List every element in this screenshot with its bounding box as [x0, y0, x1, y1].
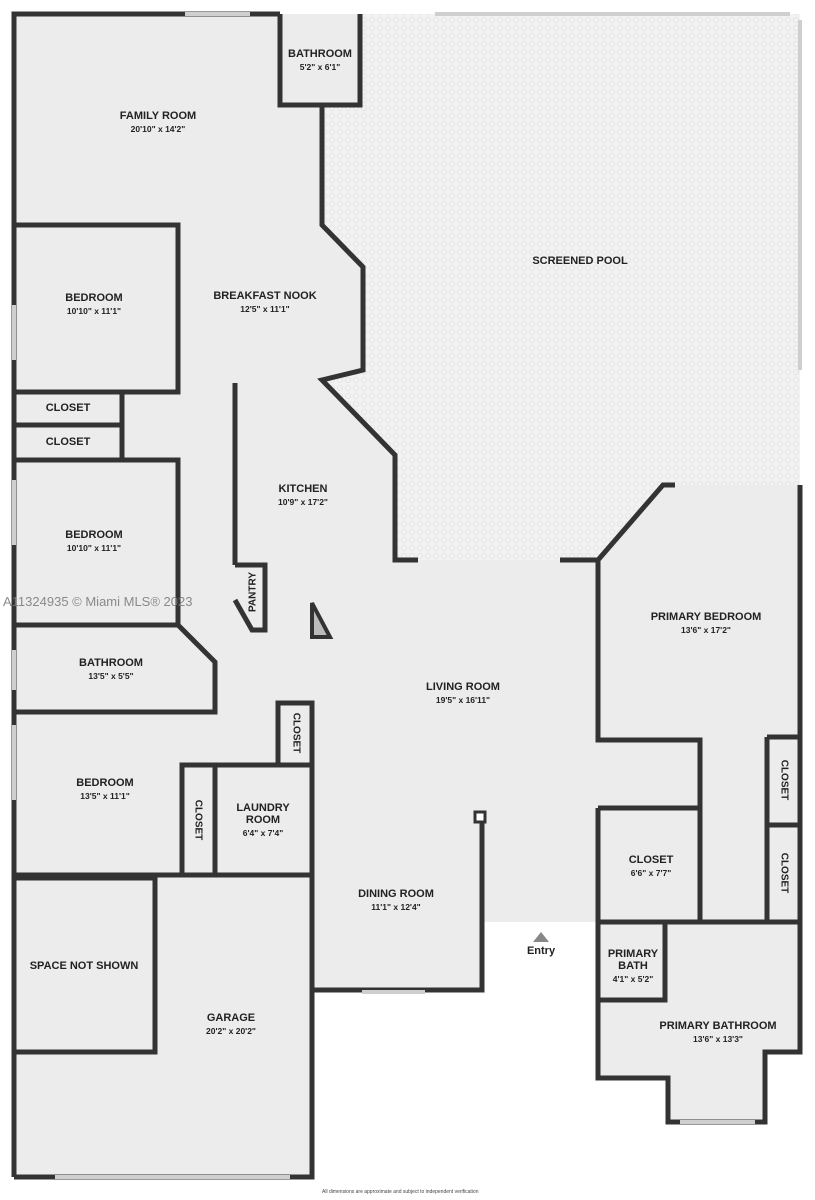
room-dims: 10'10" x 11'1"	[66, 543, 122, 553]
room-name: PRIMARY BATHROOM	[659, 1020, 777, 1032]
room-name: DINING ROOM	[358, 888, 434, 900]
room-closet-5: CLOSET	[779, 853, 790, 894]
disclaimer: All dimensions are approximate and subje…	[322, 1189, 479, 1195]
fireplace-icon	[310, 602, 334, 639]
room-dims: 13'5" x 11'1"	[80, 791, 130, 801]
room-name: SCREENED POOL	[532, 255, 628, 267]
room-dims: 20'10" x 14'2"	[130, 124, 186, 134]
room-dims: 10'10" x 11'1"	[66, 306, 122, 316]
room-closet-4: CLOSET	[779, 760, 790, 801]
room-name: PRIMARY BEDROOM	[650, 611, 762, 623]
room-bedroom-1: BEDROOM 10'10" x 11'1"	[65, 292, 122, 316]
room-dims: 19'5" x 16'11"	[435, 695, 491, 705]
room-name: BATHROOM	[79, 657, 143, 669]
room-dims: 13'6" x 13'3"	[693, 1034, 743, 1044]
watermark: A11324935 © Miami MLS® 2023	[3, 594, 193, 609]
room-pantry: PANTRY	[248, 572, 259, 612]
room-living-room: LIVING ROOM 19'5" x 16'11"	[426, 681, 500, 705]
room-dims: 6'4" x 7'4"	[242, 828, 284, 838]
windows	[12, 12, 802, 1179]
room-dims: 6'6" x 7'7"	[630, 868, 672, 878]
room-name: BEDROOM	[76, 777, 134, 789]
room-closet-primary: CLOSET 6'6" x 7'7"	[629, 854, 674, 878]
room-name: BATHROOM	[288, 48, 352, 60]
room-bedroom-3: BEDROOM 13'5" x 11'1"	[76, 777, 133, 801]
room-dims: 11'1" x 12'4"	[371, 902, 421, 912]
room-name: CLOSET	[45, 402, 91, 414]
room-primary-bathroom: PRIMARY BATHROOM 13'6" x 13'3"	[659, 1020, 776, 1044]
walls	[11, 11, 803, 1180]
column	[473, 810, 487, 824]
room-name: PRIMARY BATH	[607, 948, 659, 972]
room-dims: 13'5" x 5'5"	[88, 671, 134, 681]
room-closet-6: CLOSET	[193, 800, 204, 841]
room-closet-1: CLOSET	[46, 402, 91, 414]
room-name: CLOSET	[192, 799, 204, 841]
pool-area	[322, 14, 800, 560]
room-kitchen: KITCHEN 10'9" x 17'2"	[278, 483, 328, 507]
room-name: GARAGE	[206, 1012, 256, 1024]
room-dining-room: DINING ROOM 11'1" x 12'4"	[358, 888, 434, 912]
room-name: LIVING ROOM	[426, 681, 500, 693]
room-name: FAMILY ROOM	[119, 110, 197, 122]
room-name: CLOSET	[290, 712, 302, 754]
house-floor	[14, 14, 800, 1177]
room-dims: 13'6" x 17'2"	[681, 625, 731, 635]
room-closet-3: CLOSET	[291, 713, 302, 754]
room-closet-2: CLOSET	[46, 436, 91, 448]
room-screened-pool: SCREENED POOL	[532, 255, 627, 267]
room-name: BEDROOM	[65, 292, 123, 304]
room-space-not-shown: SPACE NOT SHOWN	[30, 960, 139, 972]
entry-text: Entry	[526, 945, 556, 957]
room-name: PANTRY	[247, 572, 259, 612]
room-dims: 10'9" x 17'2"	[278, 497, 328, 507]
room-bathroom-top: BATHROOM 5'2" x 6'1"	[288, 48, 352, 72]
entry-label: Entry	[527, 945, 555, 957]
room-name: BREAKFAST NOOK	[213, 290, 317, 302]
room-laundry-room: LAUNDRY ROOM 6'4" x 7'4"	[233, 802, 293, 838]
room-name: KITCHEN	[278, 483, 328, 495]
room-family-room: FAMILY ROOM 20'10" x 14'2"	[120, 110, 196, 134]
room-name: CLOSET	[778, 852, 790, 894]
room-bedroom-2: BEDROOM 10'10" x 11'1"	[65, 529, 122, 553]
room-dims: 5'2" x 6'1"	[299, 62, 341, 72]
room-primary-bath: PRIMARY BATH 4'1" x 5'2"	[605, 948, 661, 984]
room-name: CLOSET	[45, 436, 91, 448]
room-name: CLOSET	[778, 759, 790, 801]
room-dims: 20'2" x 20'2"	[206, 1026, 256, 1036]
entry-arrow-icon	[533, 932, 549, 942]
room-garage: GARAGE 20'2" x 20'2"	[206, 1012, 256, 1036]
room-bathroom-mid: BATHROOM 13'5" x 5'5"	[79, 657, 143, 681]
room-primary-bedroom: PRIMARY BEDROOM 13'6" x 17'2"	[651, 611, 762, 635]
room-name: BEDROOM	[65, 529, 123, 541]
room-breakfast-nook: BREAKFAST NOOK 12'5" x 11'1"	[213, 290, 316, 314]
room-name: CLOSET	[628, 854, 674, 866]
room-name: LAUNDRY ROOM	[236, 802, 290, 826]
room-dims: 4'1" x 5'2"	[612, 974, 654, 984]
room-name: SPACE NOT SHOWN	[29, 960, 139, 972]
room-dims: 12'5" x 11'1"	[240, 304, 290, 314]
